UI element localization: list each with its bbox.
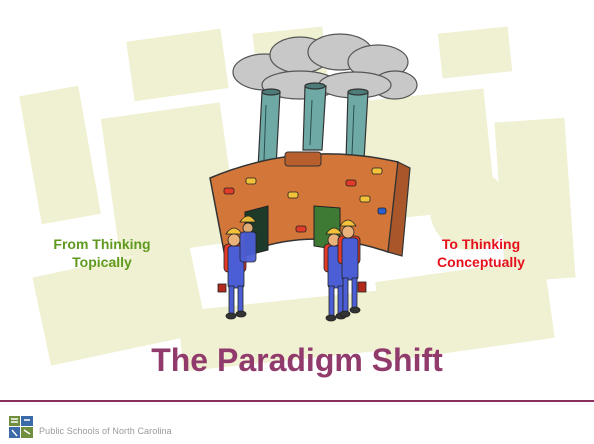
footer-text: Public Schools of North Carolina [39,426,172,436]
right-label-line1: To Thinking [441,236,521,252]
smoke-cloud [232,33,418,100]
right-label-line2: Conceptually [437,254,525,270]
ncdpi-logo-icon [9,416,33,438]
left-label-line2: Topically [72,254,132,270]
slide-title: The Paradigm Shift [151,342,443,378]
workers-left [217,215,257,320]
left-label-line1: From Thinking [53,236,151,252]
from-thinking-topically-label: From Thinking Topically [22,235,182,271]
to-thinking-conceptually-label: To Thinking Conceptually [406,235,556,271]
workers-right [323,219,367,322]
footer-divider [0,400,594,402]
